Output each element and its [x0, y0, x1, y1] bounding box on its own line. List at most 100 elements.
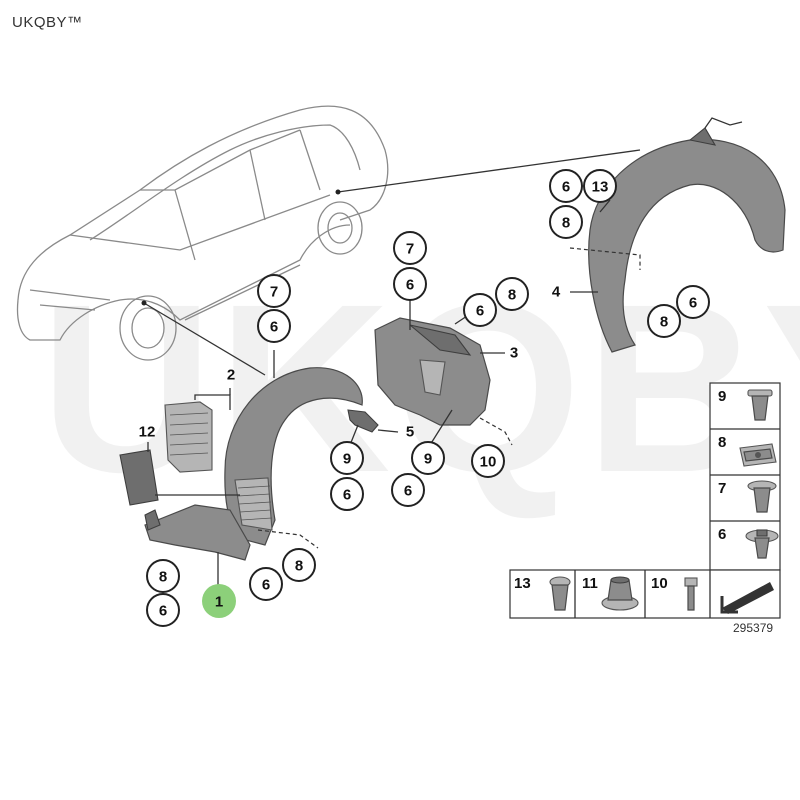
callout-number: 8	[159, 569, 167, 586]
push-clip-icon	[745, 529, 779, 559]
callout-number: 6	[562, 179, 570, 196]
callout-circle	[549, 205, 583, 239]
callout-circle	[583, 169, 617, 203]
callout-c6-low-a: 6	[330, 477, 364, 511]
leader-2-bracket	[194, 394, 231, 410]
callout-number: 1	[215, 594, 223, 611]
callout-c9-a: 9	[330, 441, 364, 475]
leader-line-front	[143, 302, 266, 376]
grille-insert-part-2	[164, 401, 213, 473]
callout-circle	[676, 285, 710, 319]
callout-number: 6	[404, 483, 412, 500]
callout-c8-low-right: 8	[282, 548, 316, 582]
plate-part-12	[119, 449, 159, 506]
callout-c9-b: 9	[411, 441, 445, 475]
callout-circle	[471, 444, 505, 478]
callout-circle	[282, 548, 316, 582]
expanding-nut-icon	[747, 389, 773, 421]
leader-line-rear	[337, 149, 641, 193]
callout-number: 8	[295, 558, 303, 575]
callout-circle	[393, 267, 427, 301]
legend-num-10: 10	[651, 575, 668, 592]
callout-number: 8	[562, 215, 570, 232]
leader-9b	[429, 409, 453, 446]
callout-number: 6	[476, 303, 484, 320]
callout-number: 6	[262, 577, 270, 594]
callout-c6-center-b: 6	[463, 293, 497, 327]
callout-c6-bottom-left: 6	[146, 593, 180, 627]
fastener-legend: 9 8 7 6 13 11 10	[509, 382, 781, 619]
callout-c6-low-right: 6	[249, 567, 283, 601]
legend-num-8: 8	[718, 434, 726, 451]
callout-c6-13-13: 13	[583, 169, 617, 203]
leader-8-top	[569, 247, 641, 270]
callout-c6-center: 6	[393, 267, 427, 301]
callout-c8-center: 8	[495, 277, 529, 311]
callout-circle	[391, 473, 425, 507]
callout-number: 13	[592, 179, 609, 196]
callout-circle	[393, 231, 427, 265]
part-number-2: 2	[227, 367, 235, 384]
leader-5	[377, 429, 399, 433]
plastic-rivet-icon	[747, 480, 777, 513]
callout-number: 6	[406, 277, 414, 294]
leader-10	[479, 417, 513, 446]
callout-c10: 10	[471, 444, 505, 478]
callout-c6-13-6: 6	[549, 169, 583, 203]
callout-number: 10	[480, 454, 497, 471]
brand-logo-text: UKQBY™	[12, 14, 83, 31]
inner-panel-part-3	[374, 317, 491, 426]
callout-circle	[330, 441, 364, 475]
callout-number: 8	[660, 314, 668, 331]
callout-circle	[249, 567, 283, 601]
callout-c7-center: 7	[393, 231, 427, 265]
legend-num-11: 11	[582, 575, 598, 592]
callout-circle	[146, 559, 180, 593]
spreader-rivet-icon	[549, 576, 571, 611]
callout-number: 6	[270, 319, 278, 336]
part-number-5: 5	[406, 424, 414, 441]
part-number-3: 3	[510, 345, 518, 362]
callout-c7-left: 7	[257, 274, 291, 308]
legend-num-6: 6	[718, 526, 726, 543]
rear-wheel-arch-dot	[335, 189, 341, 195]
callout-number: 7	[406, 241, 414, 258]
callout-circle	[463, 293, 497, 327]
callout-c6-low-b: 6	[391, 473, 425, 507]
callout-c8-right: 8	[647, 304, 681, 338]
callout-number: 6	[689, 295, 697, 312]
part-number-4: 4	[552, 284, 561, 301]
callout-circle	[146, 593, 180, 627]
callout-circle	[202, 584, 236, 618]
callout-circle	[330, 477, 364, 511]
callout-c6-left: 6	[257, 309, 291, 343]
legend-num-13: 13	[514, 575, 531, 592]
callout-number: 7	[270, 284, 278, 301]
lower-cover-part-1	[144, 504, 251, 561]
rear-wheel-arch-cover	[588, 117, 786, 353]
hex-nut-icon	[601, 576, 639, 611]
callout-number: 6	[159, 603, 167, 620]
reference-number: 295379	[733, 621, 773, 635]
callout-circle	[647, 304, 681, 338]
direction-arrow-icon	[720, 582, 774, 614]
spring-nut-icon	[739, 443, 777, 467]
car-outline-drawing	[16, 105, 389, 361]
callout-circle	[549, 169, 583, 203]
callout-c8-top: 8	[549, 205, 583, 239]
part-number-12: 12	[139, 424, 156, 441]
callout-number: 8	[508, 287, 516, 304]
callout-c8-bottom-left: 8	[146, 559, 180, 593]
legend-num-7: 7	[718, 480, 726, 497]
callout-number: 9	[343, 451, 351, 468]
callout-circle	[257, 274, 291, 308]
legend-num-9: 9	[718, 388, 726, 405]
leader-8-low-right	[257, 529, 319, 549]
front-wheel-arch-dot	[141, 300, 147, 306]
bracket-part-5	[347, 409, 379, 433]
leader-13	[599, 199, 611, 213]
callout-circle	[257, 309, 291, 343]
callout-circle	[411, 441, 445, 475]
bolt-icon	[684, 577, 698, 611]
